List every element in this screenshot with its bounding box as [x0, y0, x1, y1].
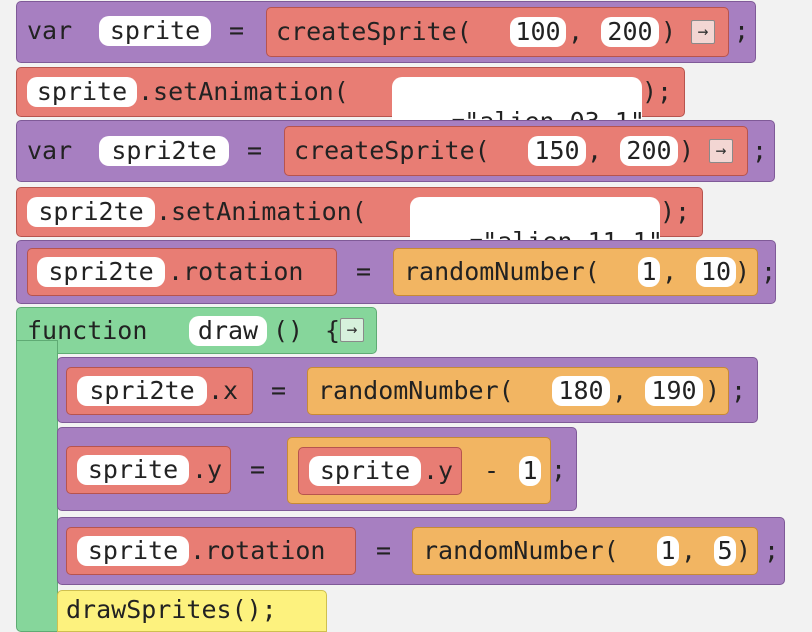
- close-paren: ): [661, 17, 677, 46]
- property-block[interactable]: spri2te .rotation: [27, 248, 337, 296]
- createsprite-block[interactable]: createSprite( 150 , 200 ) →: [284, 126, 748, 176]
- function-call: drawSprites();: [66, 595, 277, 624]
- function-name: randomNumber(: [318, 376, 514, 405]
- object-name-field[interactable]: sprite: [27, 77, 137, 107]
- property-block[interactable]: spri2te .x: [66, 367, 253, 415]
- argument-min-field[interactable]: 1: [657, 536, 679, 566]
- method-name: .setAnimation(: [156, 197, 367, 226]
- semicolon: ;: [731, 376, 747, 405]
- editor-gutter: [0, 0, 15, 632]
- close-paren-semicolon: );: [660, 197, 691, 226]
- var-declaration-block[interactable]: var sprite = createSprite( 100 , 200 ) →…: [16, 1, 756, 63]
- assignment-block[interactable]: sprite .rotation = randomNumber( 1 , 5 )…: [57, 517, 785, 585]
- function-name: randomNumber(: [423, 536, 619, 565]
- function-name: randomNumber(: [404, 257, 600, 286]
- function-parens: (): [273, 316, 304, 345]
- argument-separator: ,: [587, 136, 603, 165]
- object-name-field[interactable]: sprite: [77, 455, 189, 485]
- object-name-field[interactable]: spri2te: [37, 257, 165, 287]
- assignment-block[interactable]: spri2te .x = randomNumber( 180 , 190 ) ;: [57, 357, 758, 423]
- semicolon: ;: [734, 16, 750, 45]
- argument-max-field[interactable]: 190: [645, 376, 703, 406]
- object-name-field[interactable]: sprite: [309, 456, 421, 486]
- function-name: createSprite(: [276, 17, 472, 46]
- function-name: createSprite(: [294, 136, 490, 165]
- property-name: .x: [208, 376, 239, 405]
- randomnumber-block[interactable]: randomNumber( 1 , 10 ): [393, 248, 758, 296]
- object-name-field[interactable]: spri2te: [27, 197, 155, 227]
- argument-separator: ,: [662, 257, 678, 286]
- variable-name-field[interactable]: sprite: [99, 16, 211, 46]
- function-block[interactable]: function draw () { →: [16, 307, 377, 354]
- property-block[interactable]: sprite .rotation: [66, 527, 356, 575]
- argument-max-field[interactable]: 10: [696, 257, 736, 287]
- argument-x-field[interactable]: 100: [510, 17, 566, 47]
- var-declaration-block[interactable]: var spri2te = createSprite( 150 , 200 ) …: [16, 120, 775, 182]
- subtract-expression-block[interactable]: sprite .y - 1: [287, 437, 551, 504]
- arrow-icon[interactable]: →: [691, 20, 715, 44]
- property-name: .y: [423, 456, 454, 485]
- property-name: .rotation: [168, 257, 304, 286]
- close-paren-semicolon: );: [642, 77, 673, 106]
- close-paren: ): [705, 376, 721, 405]
- property-block[interactable]: sprite .y: [66, 446, 231, 494]
- open-brace: {: [325, 316, 341, 345]
- assign-operator: =: [247, 136, 263, 165]
- semicolon: ;: [752, 136, 768, 165]
- assignment-block[interactable]: spri2te .rotation = randomNumber( 1 , 10…: [16, 240, 776, 304]
- assign-operator: =: [376, 536, 392, 565]
- argument-y-field[interactable]: 200: [620, 136, 678, 166]
- method-name: .setAnimation(: [138, 77, 349, 106]
- createsprite-block[interactable]: createSprite( 100 , 200 ) →: [266, 7, 729, 57]
- assign-operator: =: [271, 376, 287, 405]
- variable-name-field[interactable]: spri2te: [99, 136, 229, 166]
- assign-operator: =: [356, 257, 372, 286]
- argument-min-field[interactable]: 1: [638, 257, 660, 287]
- close-paren: ): [736, 536, 752, 565]
- function-body-rail: [16, 340, 58, 632]
- argument-separator: ,: [612, 376, 628, 405]
- argument-max-field[interactable]: 5: [714, 536, 736, 566]
- property-block[interactable]: sprite .y: [298, 447, 462, 495]
- arrow-icon[interactable]: →: [340, 318, 364, 342]
- setanimation-block[interactable]: spri2te .setAnimation( ▼"alien_11_1" );: [16, 187, 703, 288]
- function-name-field[interactable]: draw: [189, 316, 267, 346]
- close-paren: ): [735, 257, 751, 286]
- property-name: .y: [192, 455, 223, 484]
- var-keyword: var: [27, 136, 73, 165]
- number-field[interactable]: 1: [519, 456, 541, 486]
- object-name-field[interactable]: sprite: [77, 536, 189, 566]
- minus-operator: -: [484, 456, 500, 485]
- assign-operator: =: [229, 16, 245, 45]
- argument-x-field[interactable]: 150: [528, 136, 586, 166]
- assignment-block[interactable]: sprite .y = sprite .y - 1 ;: [57, 427, 577, 511]
- argument-y-field[interactable]: 200: [601, 17, 659, 47]
- setanimation-block[interactable]: sprite .setAnimation( ▼"alien_03_1" );: [16, 67, 685, 168]
- drawsprites-block[interactable]: drawSprites();: [57, 590, 327, 632]
- semicolon: ;: [551, 455, 567, 484]
- arrow-icon[interactable]: →: [709, 139, 733, 163]
- property-name: .rotation: [190, 536, 326, 565]
- argument-separator: ,: [568, 17, 584, 46]
- var-keyword: var: [27, 16, 73, 45]
- close-paren: ): [679, 136, 695, 165]
- assign-operator: =: [250, 455, 266, 484]
- semicolon: ;: [761, 257, 777, 286]
- object-name-field[interactable]: spri2te: [77, 376, 207, 406]
- argument-separator: ,: [681, 536, 697, 565]
- semicolon: ;: [764, 536, 780, 565]
- argument-min-field[interactable]: 180: [552, 376, 610, 406]
- randomnumber-block[interactable]: randomNumber( 180 , 190 ): [307, 367, 729, 415]
- randomnumber-block[interactable]: randomNumber( 1 , 5 ): [412, 527, 758, 575]
